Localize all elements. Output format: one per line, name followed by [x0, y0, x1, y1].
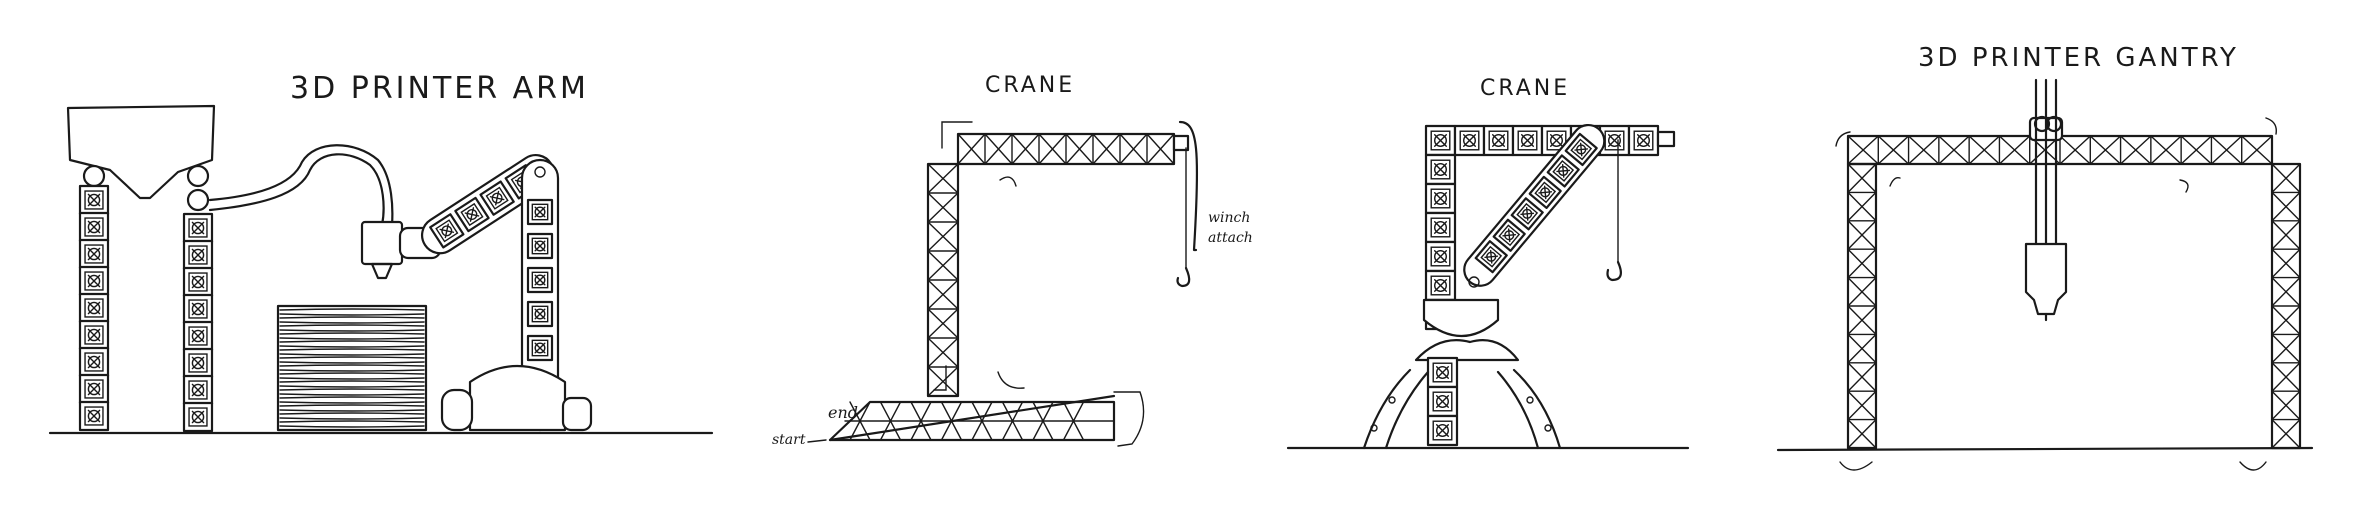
column-cap	[188, 166, 208, 186]
leg-left-edge	[1386, 372, 1428, 448]
feed-hose	[210, 154, 384, 225]
leg-pivot	[1527, 397, 1533, 403]
mast-cell	[1426, 184, 1455, 213]
column-cell	[184, 268, 212, 296]
gantry-arrow-tr	[2266, 118, 2276, 134]
base-cell	[1428, 358, 1457, 387]
crane-hook	[1178, 268, 1190, 286]
mast-cell	[1426, 242, 1455, 271]
printed-stack	[278, 306, 426, 430]
column-cell	[184, 322, 212, 350]
arm-column-cell	[528, 302, 552, 326]
gantry-leg-right	[2272, 164, 2300, 448]
arm-column-cell	[528, 268, 552, 292]
column-cell	[184, 376, 212, 404]
leg-pivot	[1389, 397, 1395, 403]
column-cell	[80, 402, 108, 430]
gantry-print-head	[2026, 244, 2066, 314]
column-cell	[80, 375, 108, 403]
base-cell	[1428, 387, 1457, 416]
column-cell	[184, 403, 212, 431]
arrow-right-end	[1114, 392, 1144, 446]
title-3d-printer-arm: 3D PRINTER ARM	[290, 71, 589, 106]
gantry-leg-left	[1848, 164, 1876, 448]
column-cell	[80, 186, 108, 214]
annotation-winch: winch	[1208, 210, 1250, 226]
crane-1-jib	[958, 134, 1174, 164]
leg-pivot	[1545, 425, 1551, 431]
column-cell	[184, 295, 212, 323]
gantry-truss	[1848, 136, 2300, 448]
title-3d-printer-gantry: 3D PRINTER GANTRY	[1918, 43, 2239, 73]
column-cell	[80, 240, 108, 268]
feed-hose-outer	[210, 145, 392, 225]
title-crane-2: CRANE	[1480, 76, 1570, 101]
crane-2-hook	[1608, 262, 1621, 280]
start-pointer	[808, 440, 826, 442]
column-cell	[184, 214, 212, 242]
column-cap	[84, 166, 104, 186]
mast-joint	[1424, 300, 1498, 336]
crane-1-mast	[928, 164, 958, 396]
gantry-arrow-bl	[1840, 462, 1872, 470]
column-cell	[184, 241, 212, 269]
column-cell	[80, 267, 108, 295]
nozzle	[372, 264, 392, 278]
column-cell	[80, 321, 108, 349]
crane-2-winch	[1658, 132, 1674, 146]
annotation-attach: attach	[1208, 230, 1253, 246]
annotation-end: end	[828, 403, 858, 422]
jib-cell	[1455, 126, 1484, 155]
panel-printer-gantry	[1778, 80, 2312, 470]
arrow-lower	[998, 372, 1024, 388]
crane-2-modules	[1364, 119, 1674, 448]
gantry-arrow-inner-left	[1890, 178, 1900, 186]
crane-1-truss	[830, 134, 1188, 440]
column-cell	[80, 348, 108, 376]
panel-crane-2	[1288, 119, 1688, 448]
arm-column-cell	[528, 336, 552, 360]
column-cap	[188, 190, 208, 210]
title-crane-1: CRANE	[985, 73, 1075, 98]
jib-cell	[1484, 126, 1513, 155]
base-cell	[1428, 416, 1457, 445]
gantry-arrow-br	[2240, 462, 2266, 470]
column-cell	[80, 294, 108, 322]
leg-right-edge	[1514, 370, 1560, 448]
segment-column-middle	[184, 166, 212, 431]
mast-cell	[1426, 271, 1455, 300]
segment-column-left	[80, 166, 108, 430]
gantry-arrow-inner-right	[2180, 180, 2188, 192]
leg-right-edge	[1498, 372, 1538, 448]
annotation-start: start	[772, 432, 806, 448]
mast-cell	[1426, 213, 1455, 242]
column-cell	[80, 213, 108, 241]
arm-foot-right	[563, 398, 591, 430]
arm-column-cell	[528, 200, 552, 224]
jib-cell	[1426, 126, 1455, 155]
arm-column-cell	[528, 234, 552, 258]
panel-printer-arm	[50, 106, 712, 433]
arm-foot-left	[442, 390, 472, 430]
column-cell	[184, 349, 212, 377]
arrow-turn	[1000, 177, 1016, 186]
mast-cell	[1426, 155, 1455, 184]
arm-base	[470, 366, 565, 430]
jib-cell	[1513, 126, 1542, 155]
print-head	[362, 222, 402, 264]
jib-cell	[1629, 126, 1658, 155]
panel-crane-1: winch attach end start	[772, 122, 1253, 448]
